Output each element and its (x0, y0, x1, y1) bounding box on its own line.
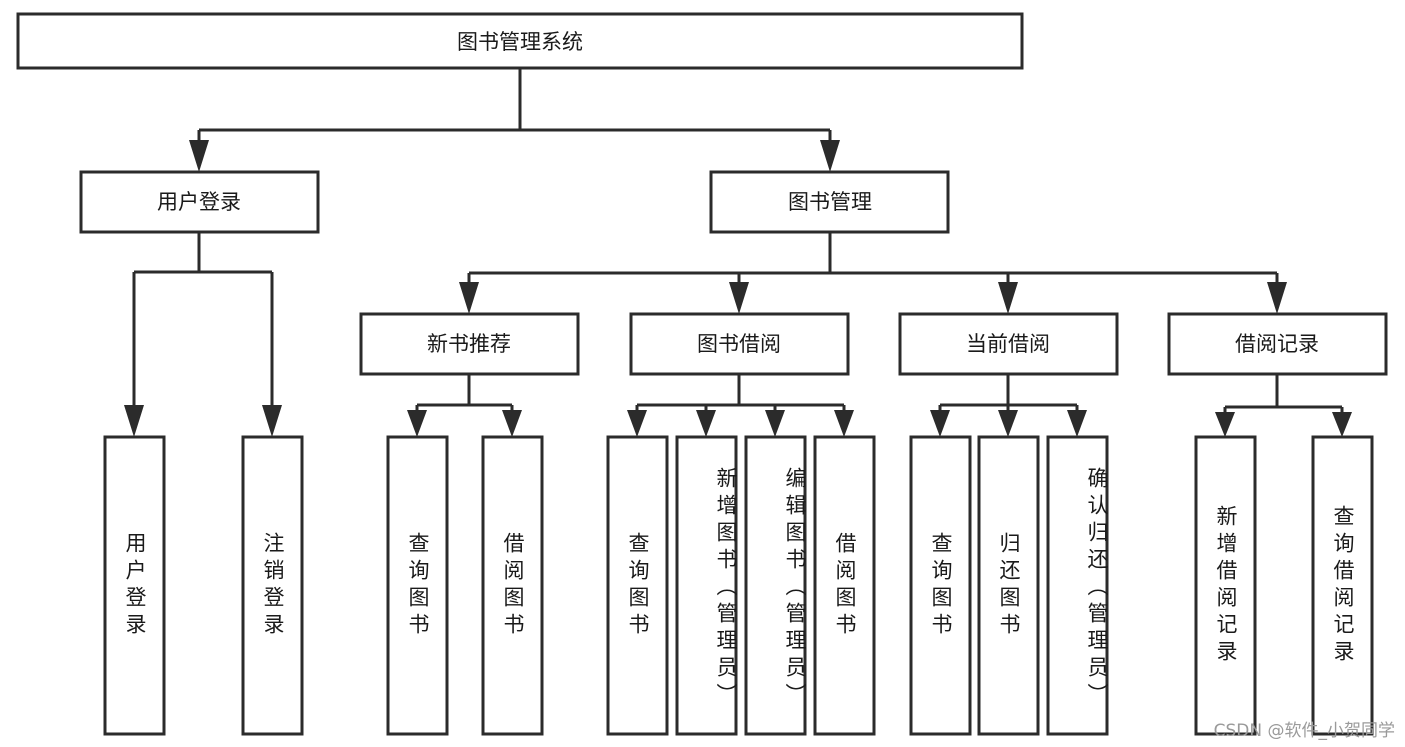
node-borrow-record-label: 借阅记录 (1235, 332, 1319, 356)
arrowhead-borrow-record (1267, 282, 1287, 314)
watermark-text: CSDN @软件_小贺同学 (1213, 721, 1395, 741)
node-borrow-record[interactable] (1167, 312, 1388, 376)
leaf-logout[interactable] (241, 435, 304, 736)
arrowhead-current-borrow (998, 282, 1018, 314)
node-new-book-recommend-label: 新书推荐 (427, 332, 511, 356)
node-book-management-label: 图书管理 (788, 190, 872, 214)
arrowhead-cb-leaf-2 (998, 410, 1018, 437)
connectors-new-book-rec-to-leaves (407, 374, 522, 437)
node-book-management[interactable] (709, 170, 950, 234)
arrowhead-cb-leaf-3 (1067, 410, 1087, 437)
leaf-cb-return-book[interactable] (977, 435, 1040, 736)
arrowhead-bb-leaf-1 (627, 410, 647, 437)
leaf-bb-add-book[interactable] (675, 435, 738, 736)
node-current-borrow[interactable] (898, 312, 1119, 376)
leaf-user-login[interactable] (103, 435, 166, 736)
connectors-current-borrow-to-leaves (930, 374, 1087, 437)
connectors-book-mgmt-to-level3 (459, 232, 1287, 314)
arrowhead-nbr-leaf-2 (502, 410, 522, 437)
leaf-bb-query-book[interactable] (606, 435, 669, 736)
node-book-borrow[interactable] (629, 312, 850, 376)
node-book-borrow-label: 图书借阅 (697, 332, 781, 356)
connectors-root-to-level2 (189, 68, 840, 172)
leaf-bb-borrow-book[interactable] (813, 435, 876, 736)
arrowhead-bb-leaf-2 (696, 410, 716, 437)
arrowhead-cb-leaf-1 (930, 410, 950, 437)
connectors-book-borrow-to-leaves (627, 374, 854, 437)
leaf-cb-query-book[interactable] (909, 435, 972, 736)
arrowhead-bb-leaf-4 (834, 410, 854, 437)
node-root-label: 图书管理系统 (457, 30, 583, 54)
arrowhead-user-login (189, 140, 209, 172)
arrowhead-book-borrow (729, 282, 749, 314)
arrowhead-br-leaf-2 (1332, 412, 1352, 437)
node-root[interactable] (16, 12, 1024, 70)
arrowhead-br-leaf-1 (1215, 412, 1235, 437)
arrowhead-new-book-rec (459, 282, 479, 314)
arrowhead-leaf-user-login (124, 405, 144, 437)
node-new-book-recommend[interactable] (359, 312, 580, 376)
leaf-bb-edit-book[interactable] (744, 435, 807, 736)
leaf-br-query-record[interactable] (1311, 435, 1374, 736)
arrowhead-book-mgmt (820, 140, 840, 172)
leaf-cb-confirm-return[interactable] (1046, 435, 1109, 736)
connectors-user-login-to-leaves (124, 232, 282, 437)
arrowhead-leaf-logout (262, 405, 282, 437)
leaf-nbr-borrow-book[interactable] (481, 435, 544, 736)
node-current-borrow-label: 当前借阅 (966, 332, 1050, 356)
leaf-br-add-record[interactable] (1194, 435, 1257, 736)
node-user-login[interactable] (79, 170, 320, 234)
arrowhead-bb-leaf-3 (765, 410, 785, 437)
leaf-nbr-query-book[interactable] (386, 435, 449, 736)
arrowhead-nbr-leaf-1 (407, 410, 427, 437)
node-user-login-label: 用户登录 (157, 190, 241, 214)
connectors-borrow-record-to-leaves (1215, 374, 1352, 437)
